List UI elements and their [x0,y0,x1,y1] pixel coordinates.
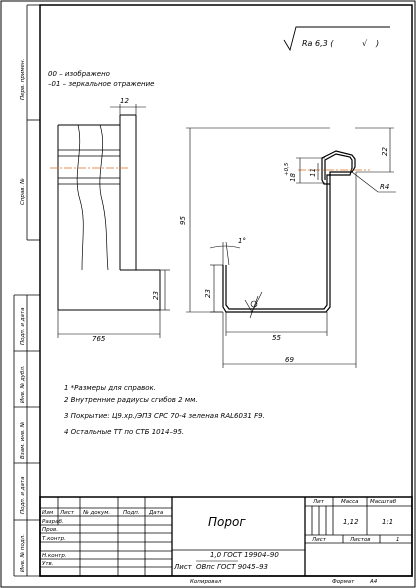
angle-lines [209,241,241,266]
side-label-inv-dubl: Инв. № дубл. [20,365,26,403]
tb-header-data: Дата [148,510,164,516]
variant-01-note: –01 – зеркальное отражение [48,80,154,88]
side-label-sprav: Справ. № [20,178,26,205]
format-value: А4 [369,579,378,585]
side-label-podp-2: Подп. и дата [20,476,26,514]
tb-massa-label: Масса [341,499,359,505]
note-1: 1 *Размеры для справок. [64,384,156,392]
dim-12: 12 [120,97,129,105]
surface-mark [244,291,263,319]
roughness-close: ) [375,39,379,48]
dim-11: 11 [309,168,317,177]
format-label: Формат [332,579,355,585]
dim-18-lines [296,157,325,184]
part-name: Порог [208,515,246,529]
tb-sheet-label: Лист [311,537,327,543]
material-line-1: 1,0 ГОСТ 19904–90 [210,551,279,559]
tb-sheets-label: Листов [349,537,371,543]
title-block [39,496,413,577]
tb-header-ndoc: № докум. [82,510,110,516]
roughness-check: √ [362,39,368,48]
material-line-2: ОВпс ГОСТ 9045–93 [196,563,268,571]
tb-header-podp: Подп. [123,510,140,516]
dim-765-lines [57,310,161,338]
tb-role-prov: Пров. [42,527,58,533]
dim-22: 22 [381,147,389,156]
dim-angle: 1° [238,237,246,245]
note-4: 4 Остальные ТТ по СТБ 1014–95. [64,428,184,436]
variant-00-note: 00 – изображено [48,70,110,78]
side-label-inv-podl: Инв. № подл. [20,534,26,572]
tb-header-izm: Изм [42,510,53,516]
tb-sheets-value: 1 [396,537,400,543]
tb-lit-label: Лит [312,499,325,505]
side-view [57,114,161,311]
profile-view [222,150,356,313]
dim-22-lines [355,127,394,173]
note-2: 2 Внутренние радиусы сгибов 2 мм. [64,396,198,404]
roughness-value: Ra 6,3 ( [302,39,334,48]
dim-r4: R4 [380,183,389,191]
copied-label: Копировал [190,579,222,585]
tb-role-tkontr: Т.контр. [42,536,66,542]
dim-18: 18 [289,173,297,182]
dim-18-tolerance: +0,5 [284,162,290,176]
r4-leader [351,171,396,193]
dim-95-lines [186,127,330,313]
side-label-vzam: Взам. инв. № [20,421,26,459]
material-prefix: Лист [173,563,193,571]
side-label-podp-1: Подп. и дата [20,307,26,345]
dim-69-lines [222,172,357,368]
dim-23-right-lines [210,264,223,313]
side-strip [13,4,40,577]
tb-role-nkontr: Н.контр. [42,553,67,559]
dim-23-right: 23 [204,289,212,298]
roughness-symbol [283,26,390,52]
dim-23-left-lines [160,269,170,311]
note-3: 3 Покрытие: Ц9.хр./ЭП3 СРС 70-4 зеленая … [64,412,265,420]
tb-header-list: Лист [59,510,75,516]
tb-role-utv: Утв. [42,561,54,567]
tb-role-razrab: Разраб. [42,519,64,525]
tb-masshtab-label: Масштаб [370,499,397,505]
side-label-perv: Перв. примен. [20,58,26,100]
dim-69: 69 [285,356,294,364]
dim-55: 55 [272,334,281,342]
dim-95: 95 [179,216,187,225]
tb-masshtab-value: 1:1 [382,518,393,526]
dim-12-lines [110,104,146,115]
dim-55-lines [225,312,328,336]
tb-massa-value: 1,12 [343,518,359,526]
dim-23-left: 23 [152,291,160,300]
dim-765: 765 [92,335,106,343]
